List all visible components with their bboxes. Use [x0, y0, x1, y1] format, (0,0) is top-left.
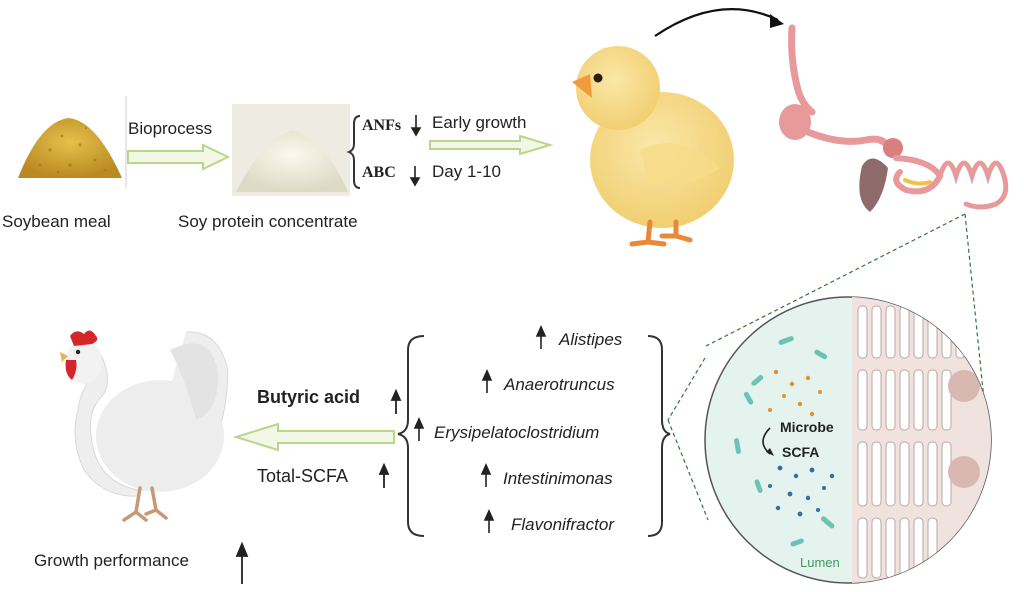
up-arrows-left [235, 388, 402, 584]
gut-illustration [779, 24, 1009, 212]
chick-illustration [572, 46, 734, 247]
abc-label: ABC [362, 164, 396, 181]
early-growth-arrow [429, 134, 554, 156]
result-arrow [232, 422, 395, 452]
soybean-meal-label: Soybean meal [2, 212, 111, 231]
early-growth-label: Early growth [432, 113, 527, 132]
taxa-right-brace [647, 335, 671, 537]
anfs-label: ANFs [362, 117, 402, 134]
taxon-alistipes: Alistipes [559, 330, 623, 349]
curved-arrow-head [770, 14, 784, 28]
chicken-illustration [60, 330, 229, 522]
gut-lumen-inset [704, 296, 992, 584]
taxon-anaerotruncus: Anaerotruncus [504, 375, 615, 394]
microbe-label: Microbe [780, 419, 834, 435]
bacteria [734, 336, 835, 547]
bioprocess-arrow [127, 143, 231, 171]
curved-arrow-to-gut [654, 8, 779, 37]
lumen-label: Lumen [800, 555, 840, 570]
up-arrows-taxa [413, 325, 547, 533]
taxon-intestinimonas: Intestinimonas [503, 469, 613, 488]
zoom-lines [667, 213, 985, 521]
soybean-meal-image [18, 118, 122, 178]
butyric-acid-label: Butyric acid [257, 387, 361, 407]
soy-protein-concentrate-image [232, 104, 350, 196]
total-scfa-label: Total-SCFA [257, 466, 349, 486]
soy-protein-concentrate-label: Soy protein concentrate [178, 212, 358, 231]
taxon-flavonifractor: Flavonifractor [511, 515, 614, 534]
taxa-left-brace [397, 335, 425, 537]
growth-performance-label: Growth performance [34, 551, 189, 570]
scfa-label: SCFA [782, 444, 820, 460]
bioprocess-label: Bioprocess [128, 119, 213, 138]
anf-brace [346, 115, 361, 189]
down-arrows-top [409, 115, 422, 187]
day-range-label: Day 1-10 [432, 162, 501, 181]
taxon-erysipelatoclostridium: Erysipelatoclostridium [434, 423, 600, 442]
